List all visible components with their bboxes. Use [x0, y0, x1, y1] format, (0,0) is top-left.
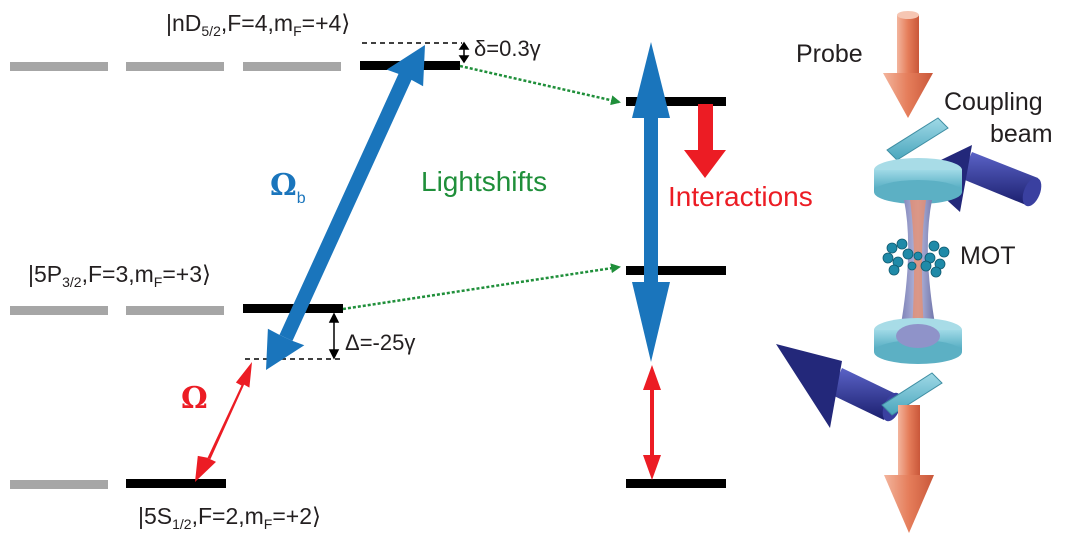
delta-small-arrow: [458, 41, 470, 64]
shifted-level-bottom: [626, 479, 726, 488]
probe-transition-arrow: [643, 365, 661, 480]
black-levels-right: [626, 97, 726, 488]
probe-beam-bottom-icon: [884, 405, 934, 533]
lightshift-arrow-mid: [342, 263, 621, 311]
gray-sublevels: [10, 62, 341, 489]
dressed-coupling-arrow: [632, 42, 670, 362]
probe-label: Probe: [796, 40, 863, 68]
omega-b-arrow: [266, 45, 425, 370]
gray-level-mid-1: [10, 306, 108, 315]
interaction-shift-arrow: [684, 104, 726, 178]
interactions-label: Interactions: [668, 181, 813, 212]
delta-large-arrow: [328, 312, 340, 360]
mot-label: MOT: [960, 242, 1016, 270]
lightshifts-label: Lightshifts: [421, 166, 547, 197]
gray-level-top-1: [10, 62, 108, 71]
label-delta-large: Δ=-25γ: [345, 330, 415, 355]
lower-mirror-icon: [881, 372, 943, 416]
label-5P-state: |5P3/2,F=3,mF=+3⟩: [28, 261, 211, 290]
upper-mirror-icon: [886, 117, 949, 161]
label-delta-small: δ=0.3γ: [474, 36, 541, 61]
omega-label: Ω: [181, 381, 208, 416]
experiment-setup: Probe Coupling beam: [776, 11, 1053, 533]
label-nD-state: |nD5/2,F=4,mF=+4⟩: [166, 10, 350, 39]
gray-level-top-2: [126, 62, 224, 71]
lightshift-arrow-top: [459, 64, 621, 106]
gray-level-mid-2: [126, 306, 224, 315]
shifted-level-mid: [626, 266, 726, 275]
probe-beam-top-icon: [883, 11, 933, 118]
omega-arrow: [195, 362, 252, 482]
level-5S: [126, 479, 226, 488]
omega-b-label: Ωb: [270, 168, 306, 207]
gray-level-bottom-1: [10, 480, 108, 489]
vacuum-cell-icon: [874, 158, 962, 364]
coupling-label-line1: Coupling: [944, 88, 1043, 116]
coupling-label-line2: beam: [990, 120, 1053, 148]
label-5S-state: |5S1/2,F=2,mF=+2⟩: [138, 503, 321, 532]
gray-level-top-3: [243, 62, 341, 71]
mot-atom-cloud-icon: [882, 238, 950, 278]
shifted-level-top: [626, 97, 726, 106]
